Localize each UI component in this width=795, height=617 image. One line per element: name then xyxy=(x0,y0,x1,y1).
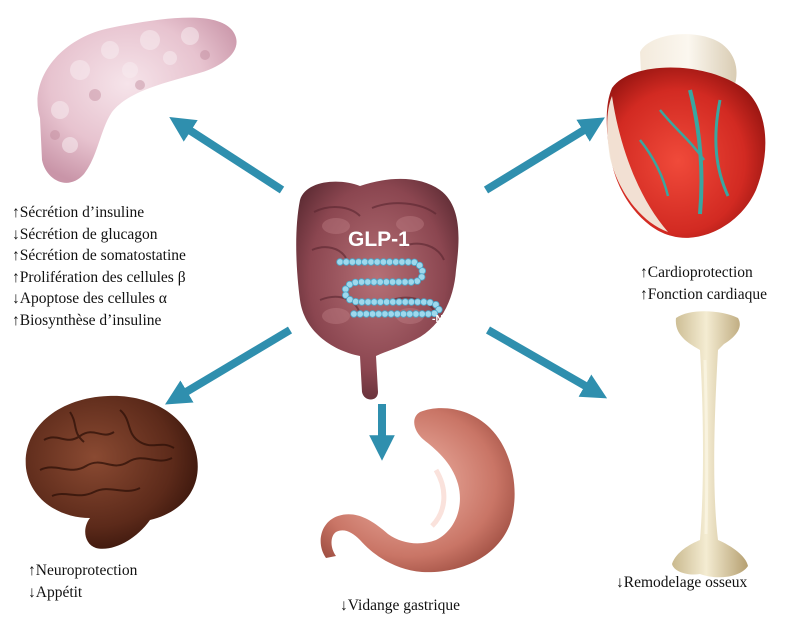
arrow-to-heart xyxy=(486,124,594,190)
bone-effect: ↓Remodelage osseux xyxy=(616,572,747,594)
pancreas-effect: ↓Apoptose des cellules α xyxy=(12,288,186,310)
heart-effect: ↑Cardioprotection xyxy=(640,262,767,284)
peptide-bead xyxy=(358,279,365,286)
pancreas-effect: ↑Sécrétion de somatostatine xyxy=(12,245,186,267)
peptide-bead xyxy=(349,259,356,266)
arrow-to-pancreas xyxy=(180,124,282,190)
peptide-bead xyxy=(386,259,393,266)
peptide-bead xyxy=(337,259,344,266)
pancreas-effect: ↑Sécrétion d’insuline xyxy=(12,202,186,224)
peptide-bead xyxy=(425,311,432,318)
heart-image xyxy=(607,34,766,238)
peptide-bead xyxy=(413,311,420,318)
peptide-bead xyxy=(421,299,428,306)
brain-effects-list: ↑Neuroprotection ↓Appétit xyxy=(28,560,137,603)
brain-image xyxy=(26,396,198,549)
brain-effect: ↓Appétit xyxy=(28,582,137,604)
nh2-label: -NH2 xyxy=(432,313,455,328)
peptide-bead xyxy=(377,299,384,306)
peptide-bead xyxy=(408,279,415,286)
intestine-image xyxy=(296,179,458,400)
peptide-bead xyxy=(362,259,369,266)
pancreas-effect: ↑Biosynthèse d’insuline xyxy=(12,310,186,332)
peptide-bead xyxy=(408,299,415,306)
peptide-bead xyxy=(363,311,370,318)
peptide-bead xyxy=(389,279,396,286)
peptide-bead xyxy=(395,279,402,286)
peptide-bead xyxy=(357,311,364,318)
peptide-bead xyxy=(402,299,409,306)
pancreas-effect: ↓Sécrétion de glucagon xyxy=(12,224,186,246)
bone-effects-list: ↓Remodelage osseux xyxy=(616,572,747,594)
peptide-bead xyxy=(394,311,401,318)
peptide-bead xyxy=(383,279,390,286)
peptide-bead xyxy=(369,311,376,318)
glp1-label: GLP-1 xyxy=(348,228,410,251)
pancreas-effects-list: ↑Sécrétion d’insuline ↓Sécrétion de gluc… xyxy=(12,202,186,331)
peptide-bead xyxy=(405,259,412,266)
peptide-bead xyxy=(342,286,349,293)
peptide-bead xyxy=(368,259,375,266)
peptide-bead xyxy=(374,259,381,266)
pancreas-effect: ↑Prolifération des cellules β xyxy=(12,267,186,289)
heart-effects-list: ↑Cardioprotection ↑Fonction cardiaque xyxy=(640,262,767,305)
peptide-bead xyxy=(355,259,362,266)
peptide-bead xyxy=(400,311,407,318)
peptide-bead xyxy=(364,279,371,286)
peptide-bead xyxy=(365,299,372,306)
peptide-bead xyxy=(359,299,366,306)
peptide-bead xyxy=(380,259,387,266)
peptide-bead xyxy=(396,299,403,306)
peptide-bead xyxy=(393,259,400,266)
peptide-bead xyxy=(414,299,421,306)
stomach-image xyxy=(321,408,515,572)
peptide-bead xyxy=(419,268,426,275)
peptide-bead xyxy=(377,279,384,286)
bone-image xyxy=(672,311,748,577)
heart-effect: ↑Fonction cardiaque xyxy=(640,284,767,306)
peptide-bead xyxy=(383,299,390,306)
pancreas-image xyxy=(37,18,236,183)
peptide-bead xyxy=(402,279,409,286)
peptide-bead xyxy=(343,259,350,266)
arrow-to-bone xyxy=(488,330,596,392)
peptide-bead xyxy=(371,279,378,286)
peptide-bead xyxy=(371,299,378,306)
peptide-bead xyxy=(419,311,426,318)
peptide-bead xyxy=(390,299,397,306)
peptide-bead xyxy=(414,278,421,285)
peptide-bead xyxy=(382,311,389,318)
peptide-bead xyxy=(375,311,382,318)
brain-effect: ↑Neuroprotection xyxy=(28,560,137,582)
stomach-effect: ↓Vidange gastrique xyxy=(340,595,460,617)
stomach-effects-list: ↓Vidange gastrique xyxy=(340,595,460,617)
arrow-to-brain xyxy=(176,330,290,398)
peptide-bead xyxy=(352,298,359,305)
peptide-bead xyxy=(388,311,395,318)
peptide-bead xyxy=(406,311,413,318)
peptide-bead xyxy=(351,311,358,318)
peptide-bead xyxy=(399,259,406,266)
